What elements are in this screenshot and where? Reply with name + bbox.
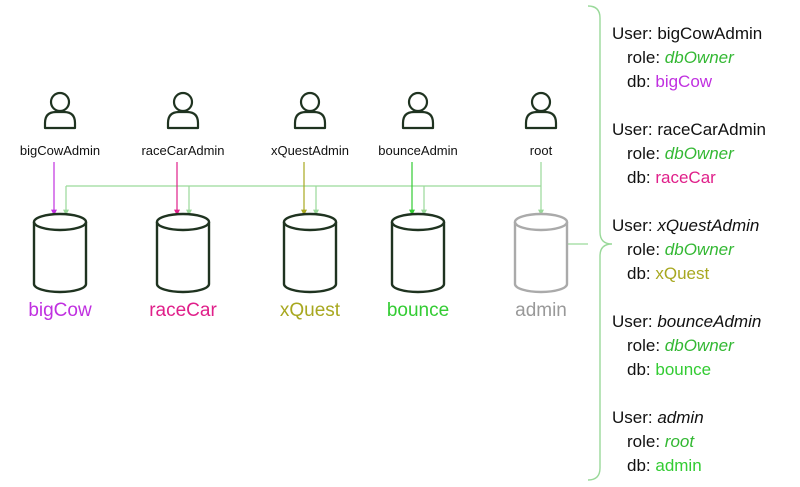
db-label-bounce: bounce: [387, 300, 449, 321]
legend-db-line-value: bigCow: [655, 72, 713, 91]
legend-db-line-value: bounce: [655, 360, 712, 379]
db-label-bigcow: bigCow: [28, 300, 92, 321]
legend-db-line-label: db:: [627, 456, 656, 475]
db-label-xquest: xQuest: [280, 300, 341, 321]
legend-role-line-value: dbOwner: [664, 48, 734, 67]
legend-user-line: User: bigCowAdmin: [612, 22, 798, 46]
database-icon: [513, 212, 569, 294]
user-label-xquestadmin: xQuestAdmin: [271, 143, 349, 158]
legend-role-line-label: role:: [627, 144, 665, 163]
legend-user-line-label: User:: [612, 408, 658, 427]
database-icon: [32, 212, 88, 294]
legend-user-line-value: raceCarAdmin: [657, 120, 766, 139]
legend-db-line-value: raceCar: [655, 168, 716, 187]
legend-role-line: role: root: [612, 430, 798, 454]
legend-user-line-label: User:: [612, 312, 658, 331]
legend-db-line-value: admin: [655, 456, 702, 475]
db-label-racecar: raceCar: [149, 300, 217, 321]
user-label-bounceadmin: bounceAdmin: [378, 143, 458, 158]
database-group: bigCow raceCar xQuest bounce admin: [28, 212, 569, 321]
db-label-admin: admin: [515, 300, 567, 321]
person-icon: [524, 91, 558, 130]
legend-user-line: User: xQuestAdmin: [612, 214, 798, 238]
legend-user-line-label: User:: [612, 216, 658, 235]
legend-role-line: role: dbOwner: [612, 238, 798, 262]
person-icon: [166, 91, 200, 130]
person-icon: [401, 91, 435, 130]
legend-db-line: db: admin: [612, 454, 798, 478]
legend-db-line-label: db:: [627, 264, 656, 283]
user-label-bigcowadmin: bigCowAdmin: [20, 143, 100, 158]
legend-user-line-label: User:: [612, 120, 658, 139]
user-label-root: root: [530, 143, 553, 158]
legend-db-line-label: db:: [627, 168, 656, 187]
legend-role-line-value: dbOwner: [664, 144, 734, 163]
connector-group: [51, 162, 544, 216]
legend-role-line-label: role:: [627, 432, 665, 451]
legend-role-line-value: root: [664, 432, 695, 451]
legend-user-line-value: bounceAdmin: [657, 312, 762, 331]
legend-role-line: role: dbOwner: [612, 46, 798, 70]
user-label-racecaradmin: raceCarAdmin: [141, 143, 224, 158]
legend-db-line: db: xQuest: [612, 262, 798, 286]
legend-brace: [587, 5, 613, 481]
person-icon: [43, 91, 77, 130]
legend-user-line: User: bounceAdmin: [612, 310, 798, 334]
legend-db-line-label: db:: [627, 360, 656, 379]
legend-role-line-value: dbOwner: [664, 240, 734, 259]
legend-user-line-value: admin: [657, 408, 704, 427]
legend-user-line-value: bigCowAdmin: [657, 24, 763, 43]
legend-user-line-label: User:: [612, 24, 658, 43]
legend-user-line: User: admin: [612, 406, 798, 430]
legend-user-line: User: raceCarAdmin: [612, 118, 798, 142]
legend-db-line: db: bigCow: [612, 70, 798, 94]
legend-role-line-label: role:: [627, 336, 665, 355]
database-icon: [282, 212, 338, 294]
legend-role-line-value: dbOwner: [664, 336, 734, 355]
legend-db-line-value: xQuest: [655, 264, 710, 283]
legend-role-line: role: dbOwner: [612, 334, 798, 358]
person-icon: [293, 91, 327, 130]
database-icon: [390, 212, 446, 294]
database-icon: [155, 212, 211, 294]
legend-role-line: role: dbOwner: [612, 142, 798, 166]
legend-user-line-value: xQuestAdmin: [657, 216, 760, 235]
legend-role-line-label: role:: [627, 240, 665, 259]
legend-role-line-label: role:: [627, 48, 665, 67]
user-group: bigCowAdmin raceCarAdmin xQuestAdmin bounce…: [20, 91, 558, 158]
legend-db-line: db: bounce: [612, 358, 798, 382]
legend-db-line-label: db:: [627, 72, 656, 91]
legend-db-line: db: raceCar: [612, 166, 798, 190]
